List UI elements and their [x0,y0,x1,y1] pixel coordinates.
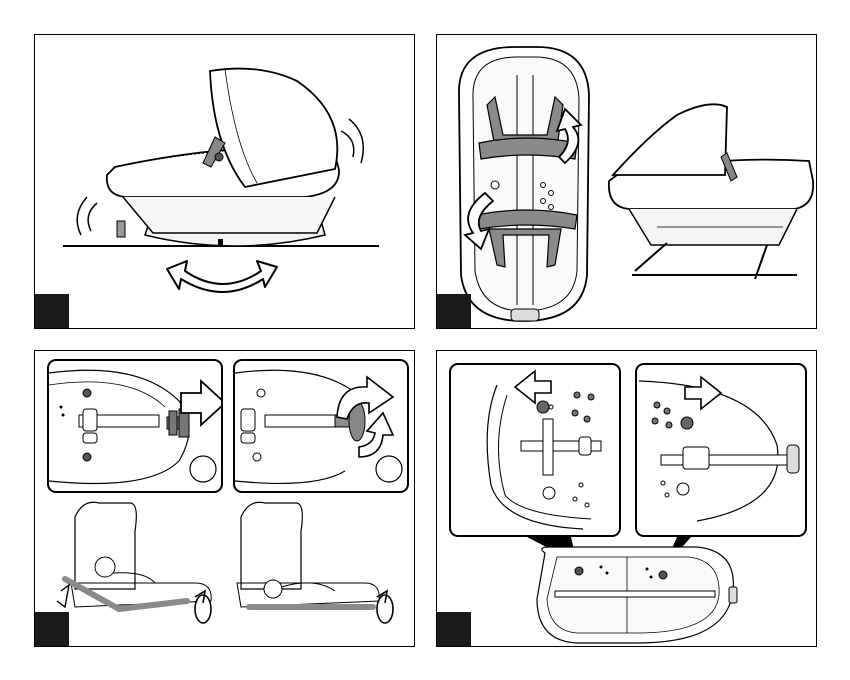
panel-buttons [436,350,817,647]
step-number-box [437,612,471,646]
step-number-box [35,294,69,328]
rotate-arrow-icon [195,591,211,623]
panel-backrest [34,350,415,647]
step-number-box [437,294,471,328]
step-number-box [35,612,69,646]
backrest-positions-illustration [35,351,415,647]
carrycot-legs-illustration [437,35,817,329]
carrycot-top-view-illustration [437,351,817,647]
motion-lines-icon [88,203,97,231]
panel-rocking [34,34,415,329]
carrycot-rocking-illustration [35,35,415,329]
rocking-arrow-icon [167,261,277,292]
panel-legs [436,34,817,329]
